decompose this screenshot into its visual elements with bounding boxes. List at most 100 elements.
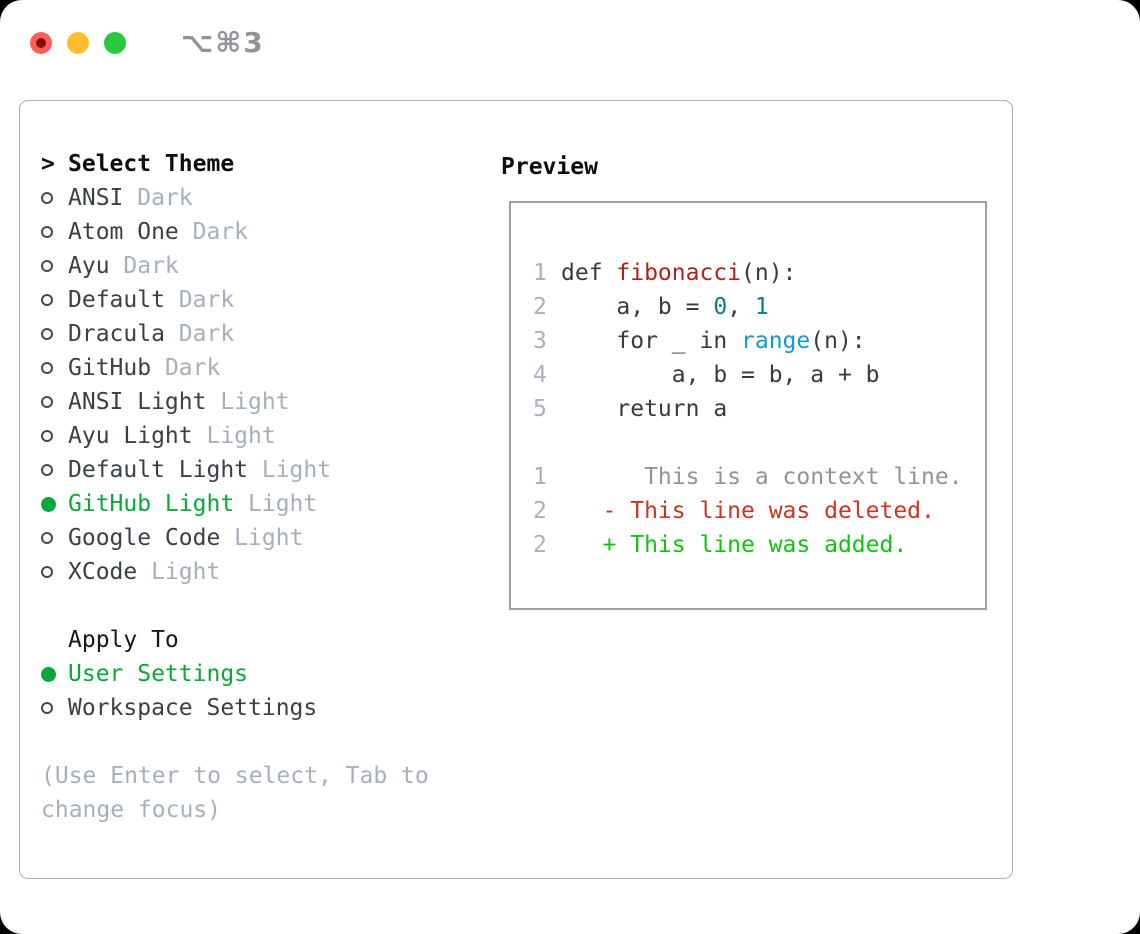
code-line: 2 a, b = 0, 1 <box>533 290 963 324</box>
option-label: Atom One <box>68 219 179 245</box>
option-variant-label: Light <box>192 423 276 449</box>
radio-unselected-icon <box>41 192 53 204</box>
option-label: Dracula <box>68 321 165 347</box>
preview-heading: Preview <box>501 154 598 180</box>
diff-sample: 1 This is a context line. 2 - This line w… <box>533 460 963 562</box>
theme-option-default-light[interactable]: Default Light Light <box>41 453 481 487</box>
code-segment-added: + This line was added. <box>561 532 908 558</box>
theme-option-ayu-light[interactable]: Ayu Light Light <box>41 419 481 453</box>
option-label: ANSI <box>68 185 124 211</box>
keyboard-hint-text: (Use Enter to select, Tab to change focu… <box>41 763 429 823</box>
theme-option-ansi-light[interactable]: ANSI Light Light <box>41 385 481 419</box>
option-label: XCode <box>68 559 138 585</box>
blank-line <box>533 426 963 460</box>
window-titlebar: ⌥⌘3 <box>30 26 265 59</box>
option-variant-label: Light <box>137 559 221 585</box>
option-label: Default <box>68 287 165 313</box>
option-variant-label: Dark <box>178 219 249 245</box>
option-label: User Settings <box>68 661 249 687</box>
radio-unselected-icon <box>41 260 53 272</box>
radio-unselected-icon <box>41 532 53 544</box>
option-variant-label: Dark <box>164 321 235 347</box>
option-label: Workspace Settings <box>68 695 318 721</box>
radio-unselected-icon <box>41 328 53 340</box>
code-text: + This line was added. <box>561 532 908 558</box>
theme-option-ansi[interactable]: ANSI Dark <box>41 181 481 215</box>
zoom-button[interactable] <box>104 31 126 54</box>
radio-unselected-icon <box>41 464 53 476</box>
code-segment-code: return a <box>561 396 728 422</box>
theme-option-dracula[interactable]: Dracula Dark <box>41 317 481 351</box>
code-text: return a <box>561 396 727 422</box>
code-segment-func: fibonacci <box>616 260 742 286</box>
option-label: Ayu <box>68 253 110 279</box>
option-variant-label: Dark <box>164 287 235 313</box>
code-segment-code: (n): <box>810 328 866 354</box>
option-variant-label: Light <box>248 457 332 483</box>
option-label: Google Code <box>68 525 221 551</box>
code-text: This is a context line. <box>561 464 963 490</box>
select-theme-heading-row: > Select Theme <box>41 147 481 181</box>
line-number: 2 <box>533 498 547 524</box>
theme-option-github[interactable]: GitHub Dark <box>41 351 481 385</box>
option-label: GitHub Light <box>68 491 235 517</box>
theme-option-xcode[interactable]: XCode Light <box>41 555 481 589</box>
option-variant-label: Light <box>206 389 290 415</box>
code-segment-code: a, b = <box>561 294 714 320</box>
code-segment-number: 0 <box>713 294 728 320</box>
radio-selected-icon <box>41 496 56 512</box>
close-button[interactable] <box>30 31 52 54</box>
select-theme-title: Select Theme <box>68 151 235 177</box>
radio-unselected-icon <box>41 566 53 578</box>
option-label: Ayu Light <box>68 423 193 449</box>
code-segment-code: (n): <box>741 260 797 286</box>
apply-to-heading-row: Apply To <box>41 623 481 657</box>
code-line: 2 + This line was added. <box>533 528 963 562</box>
code-text: a, b = 0, 1 <box>561 294 769 320</box>
option-variant-label: Dark <box>123 185 193 211</box>
radio-unselected-icon <box>41 362 53 374</box>
code-line: 5 return a <box>533 392 963 426</box>
theme-option-ayu[interactable]: Ayu Dark <box>41 249 481 283</box>
option-label: GitHub <box>68 355 152 381</box>
window-title-shortcut: ⌥⌘3 <box>181 26 265 59</box>
code-text: for _ in range(n): <box>561 328 866 354</box>
minimize-button[interactable] <box>67 31 89 54</box>
theme-option-google-code[interactable]: Google Code Light <box>41 521 481 555</box>
theme-option-atom-one[interactable]: Atom One Dark <box>41 215 481 249</box>
radio-unselected-icon <box>41 294 53 306</box>
line-number: 3 <box>533 328 547 354</box>
apply-option-user-settings[interactable]: User Settings <box>41 657 481 691</box>
spacer-row <box>41 589 481 623</box>
code-line: 1 def fibonacci(n): <box>533 256 963 290</box>
code-segment-builtin: range <box>741 328 811 354</box>
line-number: 2 <box>533 294 547 320</box>
code-segment-code: for _ in <box>561 328 742 354</box>
prompt-caret-icon: > <box>41 151 55 177</box>
option-variant-label: Dark <box>151 355 221 381</box>
code-segment-number: 1 <box>754 294 769 320</box>
line-number: 4 <box>533 362 547 388</box>
radio-unselected-icon <box>41 702 53 714</box>
theme-option-default[interactable]: Default Dark <box>41 283 481 317</box>
code-line: 3 for _ in range(n): <box>533 324 963 358</box>
apply-option-workspace-settings[interactable]: Workspace Settings <box>41 691 481 725</box>
code-segment-code: def <box>561 260 617 286</box>
theme-option-github-light[interactable]: GitHub Light Light <box>41 487 481 521</box>
code-segment-deleted: - This line was deleted. <box>561 498 935 524</box>
code-line: 1 This is a context line. <box>533 460 963 494</box>
code-text: - This line was deleted. <box>561 498 935 524</box>
line-number: 5 <box>533 396 547 422</box>
code-line: 4 a, b = b, a + b <box>533 358 963 392</box>
option-variant-label: Light <box>220 525 304 551</box>
radio-unselected-icon <box>41 430 53 442</box>
code-segment-code: a, b = b, a + b <box>561 362 880 388</box>
line-number: 1 <box>533 260 547 286</box>
